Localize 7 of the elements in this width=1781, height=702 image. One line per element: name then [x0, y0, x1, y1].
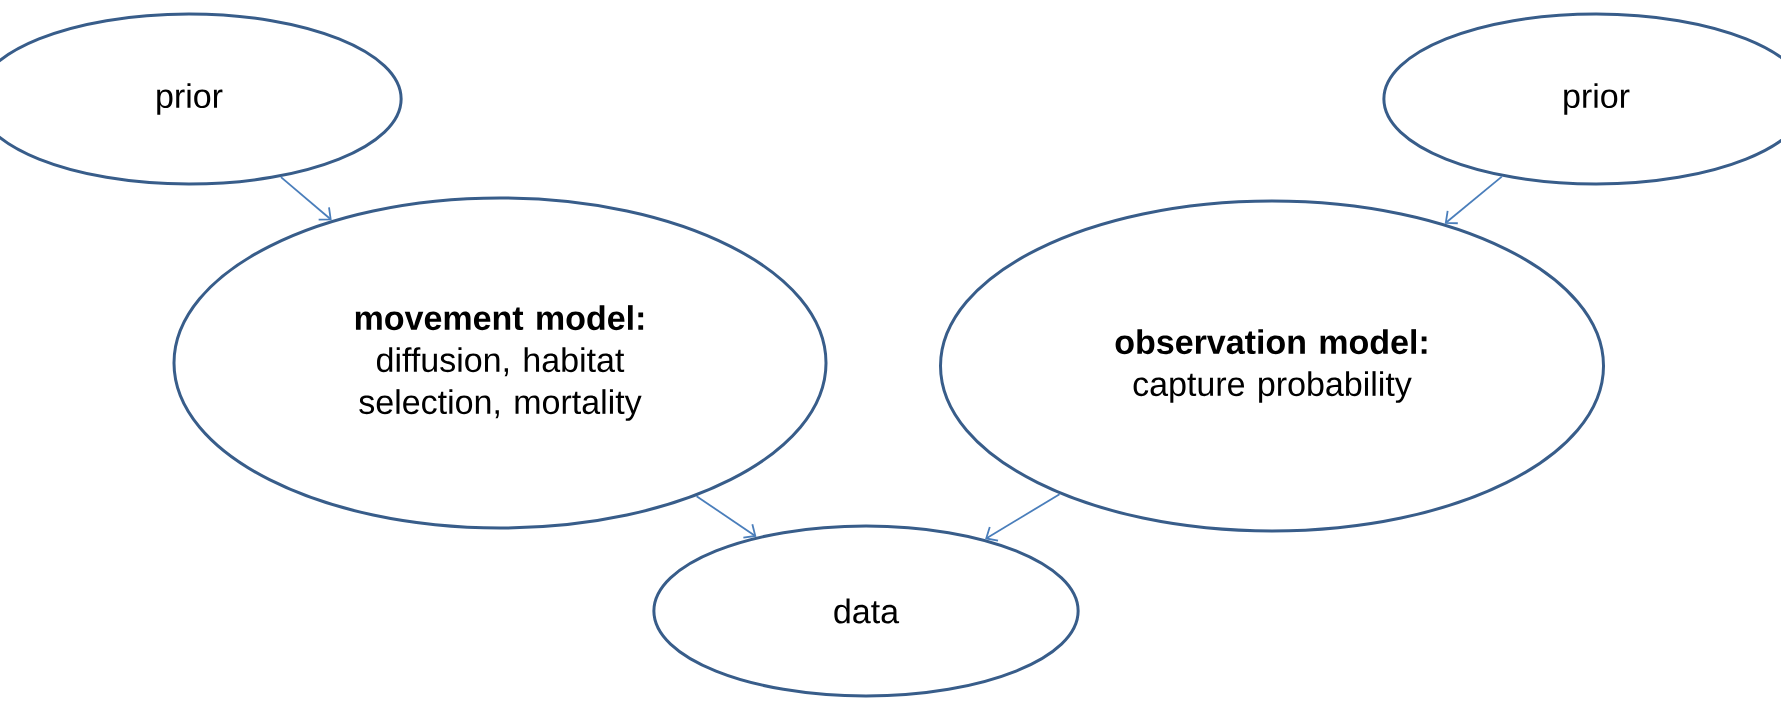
ellipse-node: movement model: diffusion, habitat selection, mortality: [172, 196, 828, 530]
arrow: [1444, 175, 1503, 225]
ellipse-node: data: [652, 524, 1080, 698]
arrow: [985, 493, 1061, 542]
ellipse-node: observation model: capture probability: [939, 199, 1605, 533]
arrow: [695, 495, 757, 539]
arrow: [280, 176, 332, 221]
